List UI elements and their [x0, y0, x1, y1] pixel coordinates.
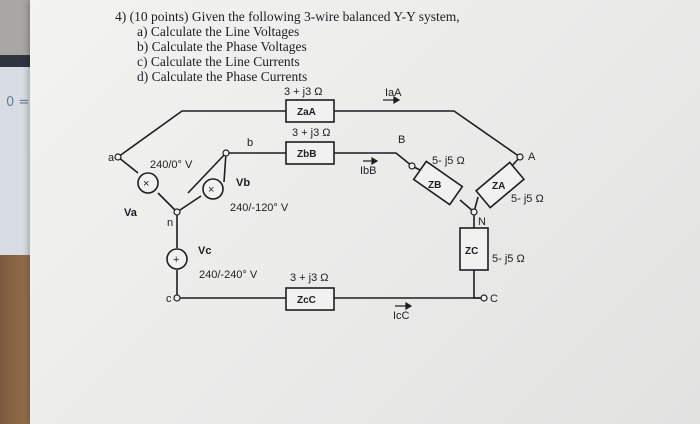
problem-header: 4) (10 points) Given the following 3-wir…: [115, 9, 460, 24]
zB-box: [412, 160, 464, 206]
source-a-label: Va: [124, 207, 138, 219]
zB-label: ZB: [428, 180, 441, 191]
zbB-label: ZbB: [297, 149, 316, 160]
source-c-label: Vc: [198, 245, 211, 257]
worksheet-paper: [30, 0, 700, 424]
task-item: a) Calculate the Line Voltages: [137, 24, 300, 39]
icC-label: IcC: [393, 310, 410, 322]
node-A: [516, 153, 524, 161]
node-b-label: b: [247, 137, 253, 149]
task-item: b) Calculate the Phase Voltages: [137, 39, 307, 54]
zaA-box: [285, 99, 335, 123]
source-a-value: 240/0° V: [150, 159, 193, 171]
zC-value: 5- j5 Ω: [492, 253, 525, 265]
zaA-label: ZaA: [297, 107, 316, 118]
node-A-label: A: [528, 151, 536, 163]
source-b-value: 240/-120° V: [230, 202, 289, 214]
zC-label: ZC: [465, 246, 478, 257]
node-b: [222, 149, 230, 157]
node-a: [114, 153, 122, 161]
source-a-sign: ×: [143, 178, 149, 190]
source-b-sign: ×: [208, 184, 214, 196]
node-B: [408, 162, 416, 170]
zB-value: 5- j5 Ω: [432, 155, 465, 167]
ibB-label: IbB: [360, 165, 377, 177]
source-c-symbol: [166, 248, 188, 270]
node-N: [470, 208, 478, 216]
zbB-value: 3 + j3 Ω: [292, 127, 331, 139]
zA-label: ZA: [492, 181, 505, 192]
node-c-label: c: [166, 293, 172, 305]
node-C: [480, 294, 488, 302]
zA-box: [474, 161, 526, 209]
node-N-label: N: [478, 216, 486, 228]
source-a-symbol: [137, 172, 159, 194]
source-b-label: Vb: [236, 177, 250, 189]
node-a-label: a: [108, 152, 115, 164]
task-list: a) Calculate the Line Voltages b) Calcul…: [115, 24, 460, 84]
problem-statement: 4) (10 points) Given the following 3-wir…: [115, 9, 460, 84]
source-b-branch: [176, 152, 227, 213]
source-a-branch: [117, 156, 178, 213]
source-b-symbol: [202, 178, 224, 200]
task-item: d) Calculate the Phase Currents: [137, 69, 308, 84]
zbB-box: [285, 141, 335, 165]
node-B-label: B: [398, 134, 405, 146]
node-n: [173, 208, 181, 216]
zC-box: [459, 227, 489, 271]
task-item: c) Calculate the Line Currents: [137, 54, 300, 69]
zcC-label: ZcC: [297, 295, 316, 306]
node-C-label: C: [490, 293, 498, 305]
line-a-wire: [117, 110, 521, 158]
zaA-value: 3 + j3 Ω: [284, 86, 323, 98]
source-c-value: 240/-240° V: [199, 269, 258, 281]
node-n-label: n: [167, 217, 173, 229]
zcC-box: [285, 287, 335, 311]
tablet-ui-fragment-icon: 0 =: [6, 95, 30, 110]
node-c: [173, 294, 181, 302]
zcC-value: 3 + j3 Ω: [290, 272, 329, 284]
source-c-sign: +: [173, 254, 179, 266]
iaA-label: IaA: [385, 87, 402, 99]
zA-value: 5- j5 Ω: [511, 193, 544, 205]
